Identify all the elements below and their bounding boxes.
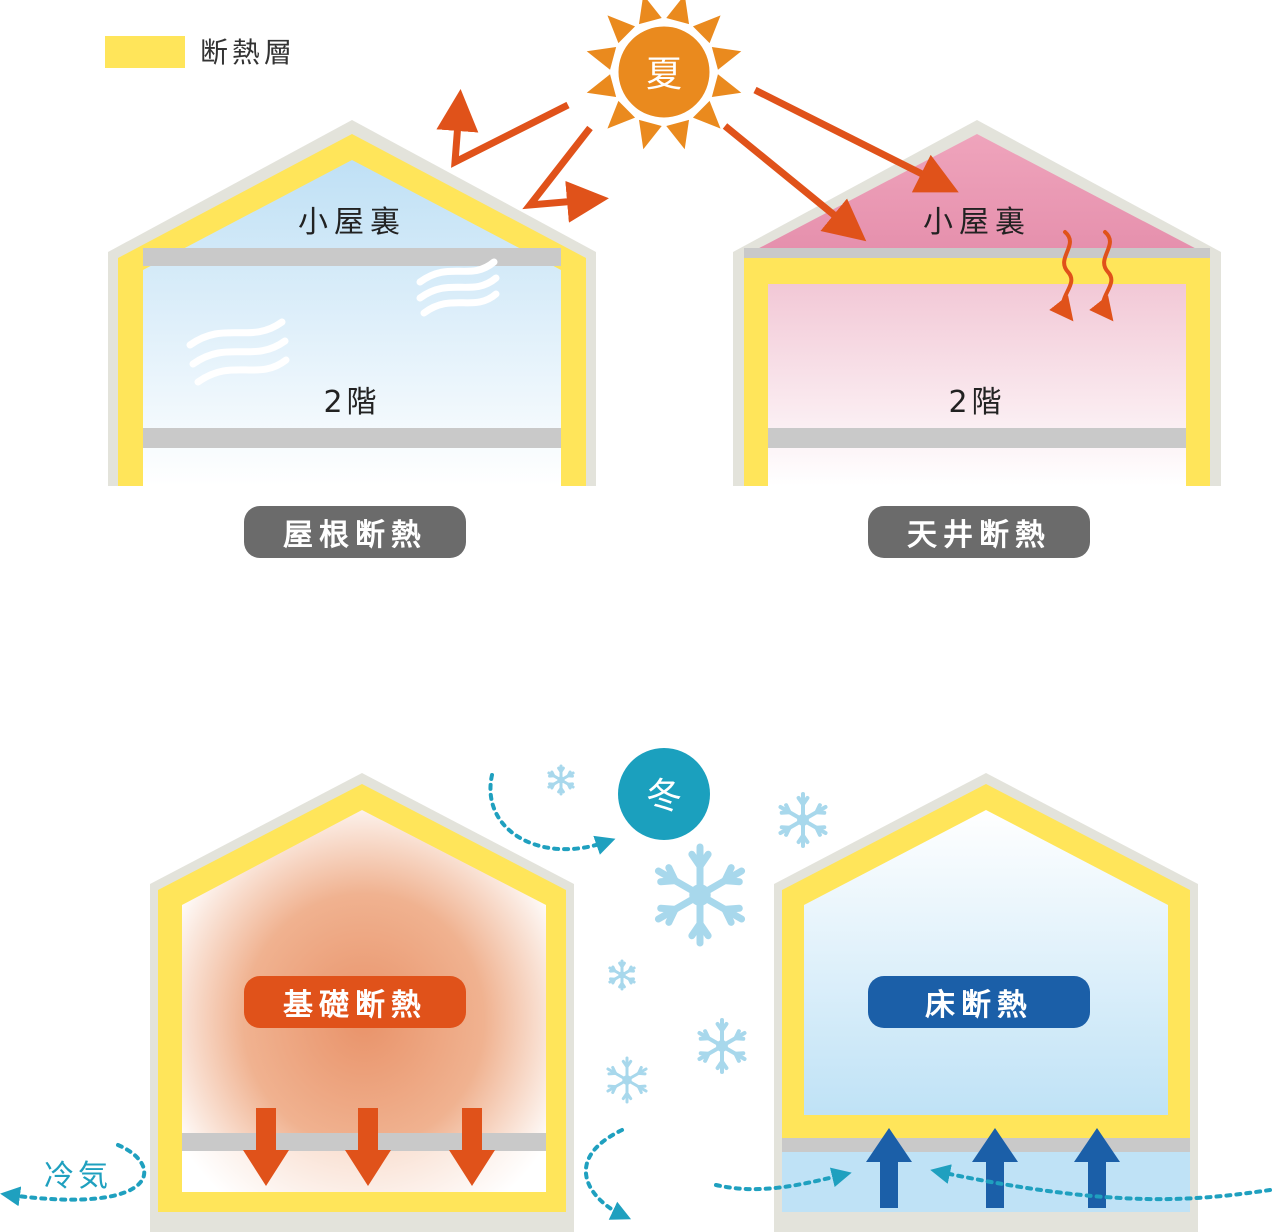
cold-air-label: 冷気 (44, 1159, 112, 1194)
winter-label: 冬 (646, 776, 682, 817)
snowflake-icon (778, 792, 828, 848)
sun-ray (666, 0, 690, 25)
caption-foundation-insulation: 基礎断熱 (283, 988, 427, 1023)
floor-label: 2階 (323, 385, 380, 420)
legend-swatch (105, 36, 185, 68)
sun-ray-arrows (436, 86, 959, 242)
ceiling-slab (744, 248, 1210, 258)
insulation-layer (744, 256, 1210, 486)
sun-ray (692, 15, 721, 44)
sun-ray (586, 46, 617, 70)
summer-label: 夏 (646, 54, 682, 95)
winter-badge: 冬 (618, 748, 710, 840)
house-roof-insulation: 小屋裏 2階 屋根断熱 (108, 120, 596, 558)
cold-up-arrows (866, 1128, 1120, 1208)
sun-ray (586, 74, 617, 98)
interior-space (768, 284, 1186, 486)
sun-ray (666, 119, 690, 150)
caption-roof-insulation: 屋根断熱 (283, 518, 427, 553)
legend: 断熱層 (105, 36, 296, 69)
interior-space (804, 810, 1168, 1115)
floor-slab (768, 428, 1186, 448)
caption-badge (868, 976, 1090, 1028)
caption-badge (868, 506, 1090, 558)
floor-slab (143, 428, 561, 448)
caption-badge (244, 506, 466, 558)
sun-ray (711, 46, 742, 70)
attic-label: 小屋裏 (298, 205, 406, 240)
cold-air-arrows (0, 773, 1272, 1220)
interior-space (143, 160, 561, 486)
snowflake-icon (547, 764, 575, 796)
house-foundation-insulation: 基礎断熱 (150, 773, 574, 1232)
snowflake-icon (608, 959, 636, 991)
sun-ray (711, 74, 742, 98)
legend-label: 断熱層 (200, 36, 296, 69)
caption-floor-insulation: 床断熱 (925, 988, 1033, 1023)
snowflake-icon (697, 1018, 747, 1074)
sun-ray (638, 0, 662, 25)
wind-icon (186, 258, 500, 386)
heat-wave-icon (1049, 230, 1114, 322)
sun-ray (607, 100, 636, 129)
heat-down-arrows (243, 1108, 495, 1186)
snowflake-icons (547, 764, 828, 1104)
ceiling-slab (143, 248, 561, 266)
house-ceiling-insulation: 小屋裏 2階 天井断熱 (733, 120, 1221, 558)
house-floor-insulation: 床断熱 (774, 773, 1198, 1232)
caption-badge (244, 976, 466, 1028)
sun-icon: 夏 (586, 0, 742, 150)
sun-ray (638, 119, 662, 150)
floor-label: 2階 (948, 385, 1005, 420)
caption-ceiling-insulation: 天井断熱 (907, 518, 1051, 553)
snowflake-icon (606, 1056, 648, 1104)
sun-ray (692, 100, 721, 129)
snowflake-icon (654, 843, 746, 947)
attic-label: 小屋裏 (923, 205, 1031, 240)
sun-ray (607, 15, 636, 44)
